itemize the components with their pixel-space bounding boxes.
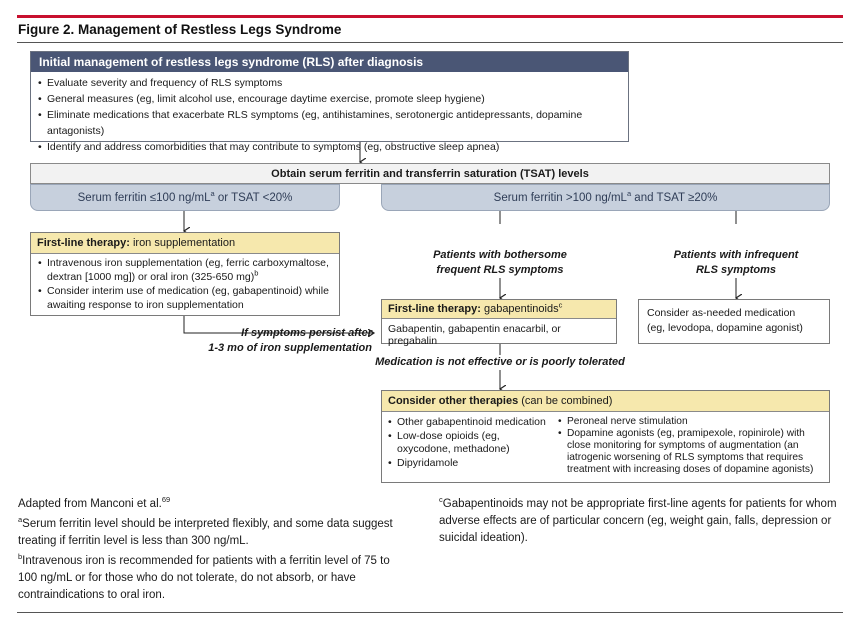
initial-management-header: Initial management of restless legs synd… bbox=[31, 52, 628, 72]
persist-label: If symptoms persist after 1-3 mo of iron… bbox=[208, 327, 372, 354]
initial-management-list: Evaluate severity and frequency of RLS s… bbox=[31, 72, 628, 155]
footnotes-left: Adapted from Manconi et al.69 aSerum fer… bbox=[18, 496, 398, 604]
adapted-from: Adapted from Manconi et al.69 bbox=[18, 495, 171, 510]
gabapentinoid-therapy-box: First-line therapy: gabapentinoidsc Gaba… bbox=[381, 299, 617, 347]
list-item: Consider interim use of medication (eg, … bbox=[38, 284, 333, 312]
frequent-symptoms-label: Patients with bothersome frequent RLS sy… bbox=[433, 249, 567, 276]
list-item: Other gabapentinoid medication bbox=[388, 416, 556, 430]
list-item: Identify and address comorbidities that … bbox=[38, 139, 628, 155]
iron-therapy-list: Intravenous iron supplementation (eg, fe… bbox=[31, 254, 339, 312]
list-item: Intravenous iron supplementation (eg, fe… bbox=[38, 256, 333, 284]
iron-therapy-header: First-line therapy: iron supplementation bbox=[31, 233, 339, 254]
footnote-b: bIntravenous iron is recommended for pat… bbox=[18, 552, 390, 601]
list-item: Low-dose opioids (eg, oxycodone, methado… bbox=[388, 430, 556, 457]
top-accent-rule bbox=[17, 15, 843, 18]
initial-management-box: Initial management of restless legs synd… bbox=[30, 51, 629, 155]
footnote-c: cGabapentinoids may not be appropriate f… bbox=[439, 495, 837, 544]
footnote-a: aSerum ferritin level should be interpre… bbox=[18, 515, 393, 547]
not-effective-label: Medication is not effective or is poorly… bbox=[375, 356, 625, 368]
bottom-divider bbox=[17, 612, 843, 613]
list-item: Evaluate severity and frequency of RLS s… bbox=[38, 75, 628, 91]
gabapentinoid-header: First-line therapy: gabapentinoidsc bbox=[382, 300, 616, 319]
list-item: Peroneal nerve stimulation bbox=[558, 416, 828, 428]
list-item: Dipyridamole bbox=[388, 457, 556, 471]
figure-title: Figure 2. Management of Restless Legs Sy… bbox=[18, 22, 342, 37]
title-divider bbox=[17, 42, 843, 43]
other-therapies-right-list: Peroneal nerve stimulation Dopamine agon… bbox=[558, 416, 828, 476]
other-therapies-header: Consider other therapies (can be combine… bbox=[382, 391, 829, 412]
obtain-labs-label: Obtain serum ferritin and transferrin sa… bbox=[271, 168, 589, 180]
infrequent-symptoms-label: Patients with infrequent RLS symptoms bbox=[673, 249, 799, 276]
list-item: General measures (eg, limit alcohol use,… bbox=[38, 91, 628, 107]
other-therapies-left-list: Other gabapentinoid medication Low-dose … bbox=[388, 416, 556, 470]
other-therapies-box: Consider other therapies (can be combine… bbox=[381, 390, 830, 483]
branch-high-ferritin: Serum ferritin >100 ng/mLa and TSAT ≥20% bbox=[381, 184, 830, 211]
footnotes-right: cGabapentinoids may not be appropriate f… bbox=[439, 496, 839, 547]
arrow-persist-to-gaba bbox=[183, 316, 374, 333]
iron-therapy-box: First-line therapy: iron supplementation… bbox=[30, 232, 340, 316]
as-needed-medication-box: Consider as-needed medication (eg, levod… bbox=[638, 299, 830, 344]
branch-low-ferritin: Serum ferritin ≤100 ng/mLa or TSAT <20% bbox=[30, 184, 340, 211]
list-item: Dopamine agonists (eg, pramipexole, ropi… bbox=[558, 428, 828, 476]
list-item: Eliminate medications that exacerbate RL… bbox=[38, 107, 628, 139]
gabapentinoid-options: Gabapentin, gabapentin enacarbil, or pre… bbox=[388, 323, 561, 347]
obtain-labs-box: Obtain serum ferritin and transferrin sa… bbox=[30, 163, 830, 184]
